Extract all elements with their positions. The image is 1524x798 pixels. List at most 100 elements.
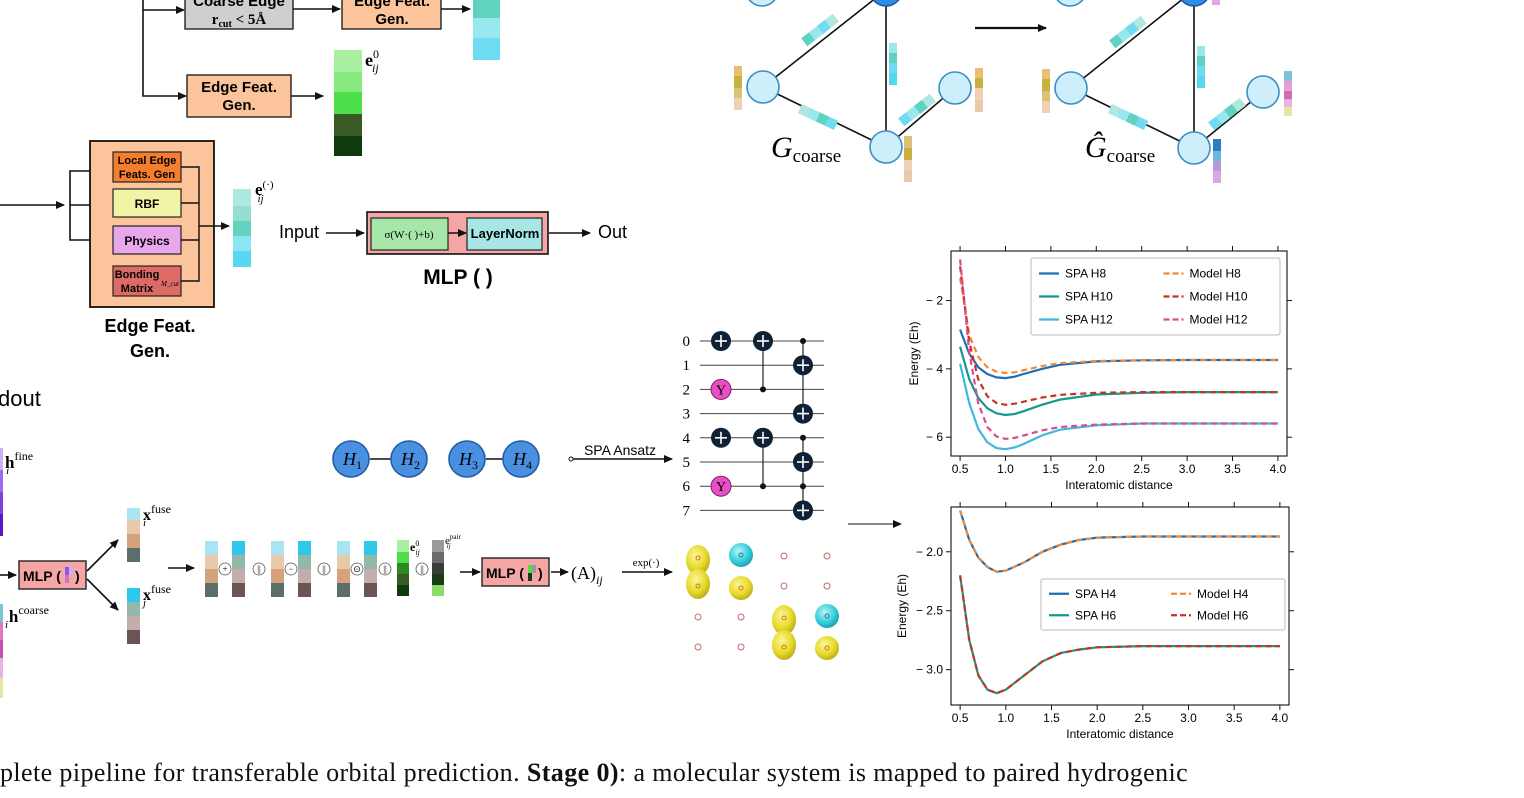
series-line: [959, 266, 1278, 406]
caption-part1: plete pipeline for transferable orbital …: [0, 758, 520, 787]
legend-label: SPA H10: [1065, 290, 1113, 304]
orbital-lobe: [815, 636, 839, 660]
bonding-label-2: Matrix: [121, 283, 154, 295]
edge-feat-gen-label-2: Gen.: [222, 97, 255, 114]
h-coarse-sub: i: [5, 619, 8, 631]
edge-block-label-2: Gen.: [130, 341, 170, 361]
g-coarse-symbol: G: [771, 131, 793, 164]
feature-cell: [298, 583, 311, 597]
feature-cell: [205, 541, 218, 555]
feature-cell: [337, 541, 350, 555]
x-tick-label: 4.0: [1272, 711, 1289, 725]
h-fine-symbol: h: [5, 453, 15, 472]
qubit-label: 6: [683, 479, 691, 495]
hydrogen-atom-label: H4: [512, 449, 532, 472]
legend-label: SPA H8: [1065, 267, 1106, 281]
g-hat-symbol: Ĝ: [1085, 131, 1107, 164]
orbital-grid: [686, 543, 839, 660]
atom-index: 1: [356, 458, 362, 472]
graph-node: [748, 0, 776, 7]
feature-cell: [298, 569, 311, 583]
legend-label: Model H4: [1197, 587, 1249, 601]
hydrogen-atom-label: H1: [342, 449, 362, 472]
control-dot: [800, 483, 806, 490]
x-tick-label: 3.0: [1179, 462, 1196, 476]
bonding-matrix-box: [112, 265, 182, 297]
local-edge-label-2: Feats. Gen: [119, 169, 176, 181]
mlp-right-label: MLP (: [486, 565, 524, 581]
x-i-symbol: x: [143, 507, 151, 524]
legend-label: Model H6: [1197, 608, 1249, 622]
operator-ring: [415, 562, 429, 576]
legend-label: Model H8: [1190, 267, 1242, 281]
legend-label: SPA H12: [1065, 313, 1113, 327]
legend-box: [1030, 257, 1281, 336]
e-dot-sub: ij: [258, 193, 264, 205]
h-fine-sub: i: [6, 465, 9, 477]
y-tick-label: − 2.5: [916, 604, 943, 618]
graph-node: [1056, 0, 1084, 7]
series-line: [959, 346, 1278, 417]
atom-symbol: H: [342, 449, 357, 469]
svg-text:e(·)ij: e(·)ij: [255, 179, 274, 205]
feature-cell: [364, 583, 377, 597]
a-ij-symbol: (A): [571, 563, 596, 584]
a-ij-sub: ij: [596, 573, 603, 587]
figure-caption: plete pipeline for transferable orbital …: [0, 758, 1524, 798]
e-dot-symbol: e: [255, 180, 263, 199]
graph-node: [938, 71, 972, 105]
legend-label: Model H12: [1190, 313, 1248, 327]
hydrogen-atom-label: H2: [400, 449, 420, 472]
edge-block-label-1: Edge Feat.: [104, 316, 195, 336]
y-tick-label: − 2.0: [916, 545, 943, 559]
epair-vector: [432, 540, 444, 596]
x-axis-label: Interatomic distance: [1065, 478, 1173, 492]
caption-part2: : a molecular system is mapped to paired…: [618, 758, 1189, 787]
edge-feature-vector-top: [473, 0, 500, 60]
figure: Coarse Edge rcut < 5Å Edge Feat. Gen. Ed…: [0, 0, 1294, 741]
hydrogen-atom: [332, 440, 370, 478]
y-tick-label: − 2: [926, 294, 943, 308]
feature-cell: [337, 583, 350, 597]
series-line: [959, 329, 1278, 380]
fusion-e0-sup: 0: [415, 539, 419, 548]
atom-symbol: H: [512, 449, 527, 469]
y-gate-label: Y: [716, 383, 726, 398]
feature-cell: [271, 555, 284, 569]
qubit-label: 1: [683, 358, 691, 374]
x-j-vector: [127, 588, 140, 644]
orbital-lobe: [729, 543, 753, 567]
operator-ring: [317, 562, 331, 576]
x-tick-label: 1.0: [997, 711, 1014, 725]
x-j-symbol: x: [143, 587, 151, 604]
graph-node: [1177, 131, 1211, 165]
fusion-e0-sub: ij: [415, 548, 420, 557]
layernorm-label: LayerNorm: [471, 226, 540, 241]
feature-cell: [232, 541, 245, 555]
feature-cell: [298, 541, 311, 555]
hydrogen-atom: [390, 440, 428, 478]
x-tick-label: 2.0: [1089, 711, 1106, 725]
feature-cell: [337, 569, 350, 583]
local-edge-label-1: Local Edge: [118, 155, 177, 167]
x-tick-label: 1.5: [1043, 711, 1060, 725]
feature-cell: [271, 583, 284, 597]
fusion-operator: ||: [420, 564, 424, 574]
x-i-vector: [127, 508, 140, 562]
x-tick-label: 1.5: [1043, 462, 1060, 476]
h-fine-sup: fine: [14, 449, 33, 463]
rcut-sub: cut: [218, 19, 232, 30]
control-dot: [760, 483, 766, 490]
qubit-label: 3: [683, 407, 691, 423]
svg-text:Ĝcoarse: Ĝcoarse: [1085, 131, 1155, 167]
exp-label: exp(·): [633, 557, 660, 569]
y-tick-label: − 6: [926, 430, 943, 444]
x-i-sub: i: [143, 517, 146, 529]
